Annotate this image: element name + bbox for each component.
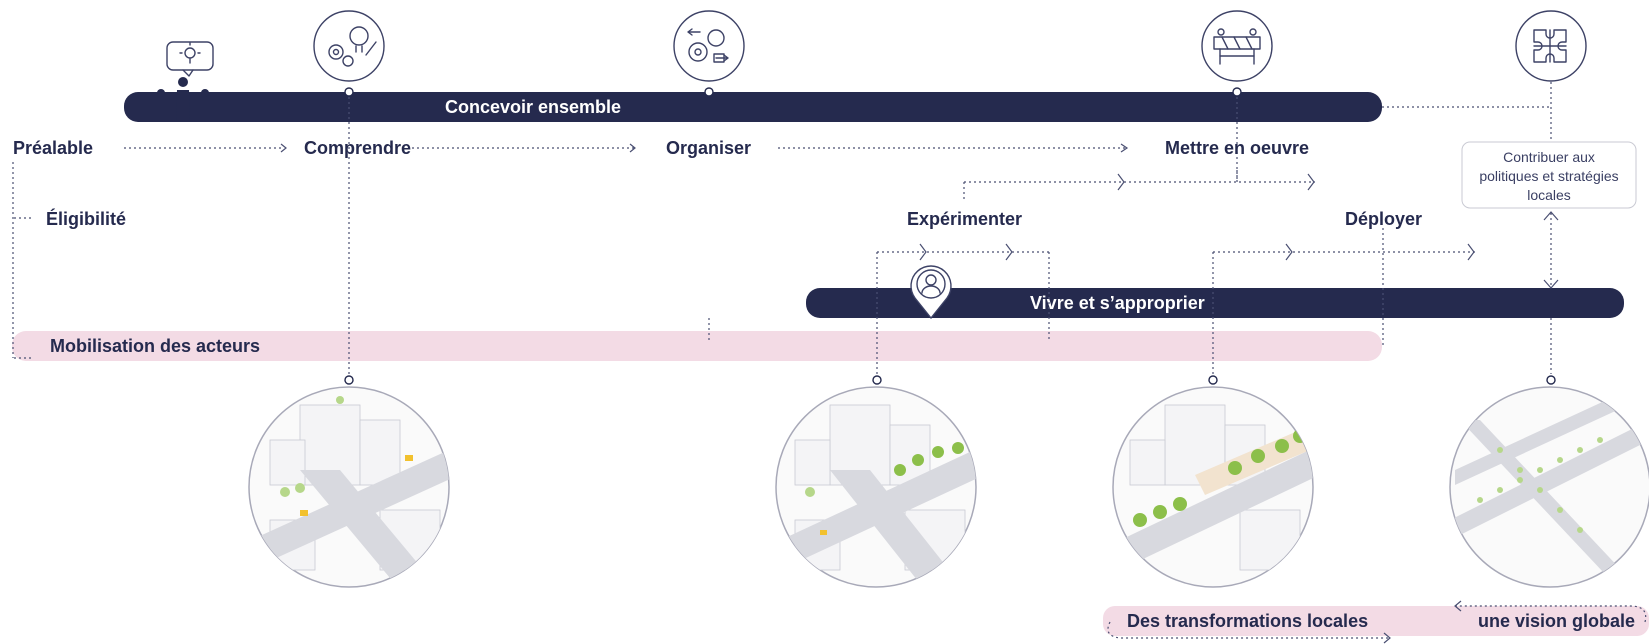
experimenter-label: Expérimenter: [907, 209, 1022, 229]
deployer-label: Déployer: [1345, 209, 1422, 229]
puzzle-icon: [1515, 10, 1587, 82]
connector-lines: [12, 82, 1559, 374]
gears-arrows-icon: [673, 10, 745, 82]
street-illustration-1: [248, 386, 450, 588]
vivre-label: Vivre et s’approprier: [1030, 293, 1205, 313]
street-illustration-2: [775, 386, 977, 588]
mettre-en-oeuvre-label: Mettre en oeuvre: [1165, 138, 1309, 158]
gears-lightbulb-icon: [313, 10, 385, 82]
transformations-label: Des transformations locales: [1127, 611, 1368, 631]
road-barrier-icon: [1201, 10, 1273, 82]
location-pin-person-icon: [910, 265, 952, 320]
mobilisation-bar: [12, 331, 1382, 361]
vision-label: une vision globale: [1478, 611, 1635, 631]
concevoir-bar: [124, 92, 1382, 122]
street-illustration-3: [1112, 386, 1314, 588]
prealable-label: Préalable: [13, 138, 93, 158]
vivre-bar: [806, 288, 1624, 318]
bar-nodes: [344, 87, 1556, 385]
contribuer-line-3: locales: [1527, 187, 1571, 203]
bottom-arrows: [1107, 600, 1647, 644]
people-idea-icon: [157, 41, 214, 120]
street-illustration-4: [1449, 386, 1649, 588]
bottom-bar: [1103, 606, 1649, 636]
comprendre-label: Comprendre: [304, 138, 411, 158]
eligibilite-label: Éligibilité: [46, 208, 126, 229]
contribuer-line-1: Contribuer aux: [1503, 149, 1595, 165]
organiser-label: Organiser: [666, 138, 751, 158]
concevoir-label: Concevoir ensemble: [445, 97, 621, 117]
contribuer-box: Contribuer aux politiques et stratégies …: [1461, 141, 1637, 209]
mobilisation-label: Mobilisation des acteurs: [50, 336, 260, 356]
contribuer-line-2: politiques et stratégies: [1479, 168, 1618, 184]
